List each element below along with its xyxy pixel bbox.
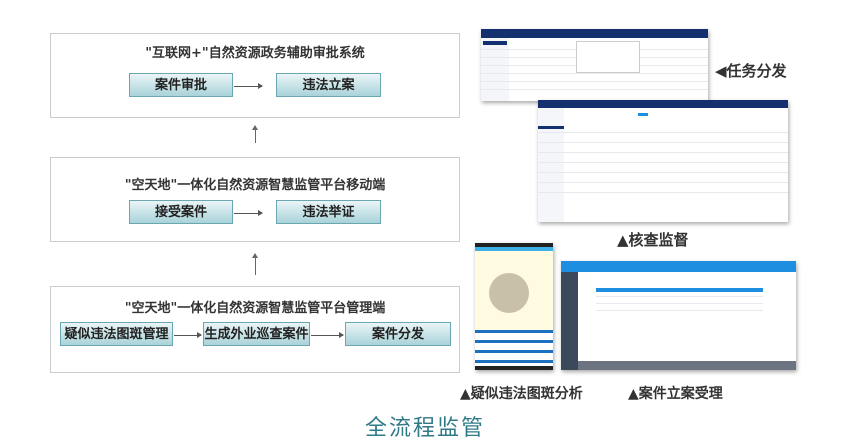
box-title: "互联网+"自然资源政务辅助审批系统: [145, 46, 365, 61]
caption-inspection: ▲核查监督: [617, 231, 689, 249]
caption-task-dispatch: ◀任务分发: [715, 62, 787, 80]
inspection-screenshot: [538, 100, 788, 222]
caption-case-filing: ▲案件立案受理: [628, 386, 723, 402]
task-dispatch-screenshot: [481, 29, 708, 101]
step-suspect-patch[interactable]: 疑似违法图斑管理: [60, 322, 173, 346]
arrow-right: [234, 83, 263, 89]
step-dispatch[interactable]: 案件分发: [345, 322, 451, 346]
case-filing-screenshot: [561, 261, 796, 370]
step-violation-filing[interactable]: 违法立案: [276, 73, 381, 97]
footer-title: 全流程监管: [364, 416, 485, 441]
box-title: "空天地"一体化自然资源智慧监管平台管理端: [124, 301, 386, 316]
step-case-approval[interactable]: 案件审批: [129, 73, 233, 97]
caption-suspect-analysis: ▲疑似违法图斑分析: [460, 386, 583, 402]
arrow-right: [311, 332, 344, 338]
step-receive-case[interactable]: 接受案件: [129, 200, 233, 224]
arrow-right: [234, 210, 263, 216]
approval-system-box: "互联网+"自然资源政务辅助审批系统: [50, 33, 460, 118]
step-generate-case[interactable]: 生成外业巡查案件: [203, 322, 310, 346]
arrow-up: [252, 253, 258, 275]
arrow-up: [252, 125, 258, 143]
suspect-analysis-screenshot: [475, 243, 553, 370]
box-title: "空天地"一体化自然资源智慧监管平台移动端: [124, 178, 386, 193]
mobile-platform-box: "空天地"一体化自然资源智慧监管平台移动端: [50, 157, 460, 242]
step-evidence[interactable]: 违法举证: [276, 200, 381, 224]
arrow-right: [174, 332, 202, 338]
